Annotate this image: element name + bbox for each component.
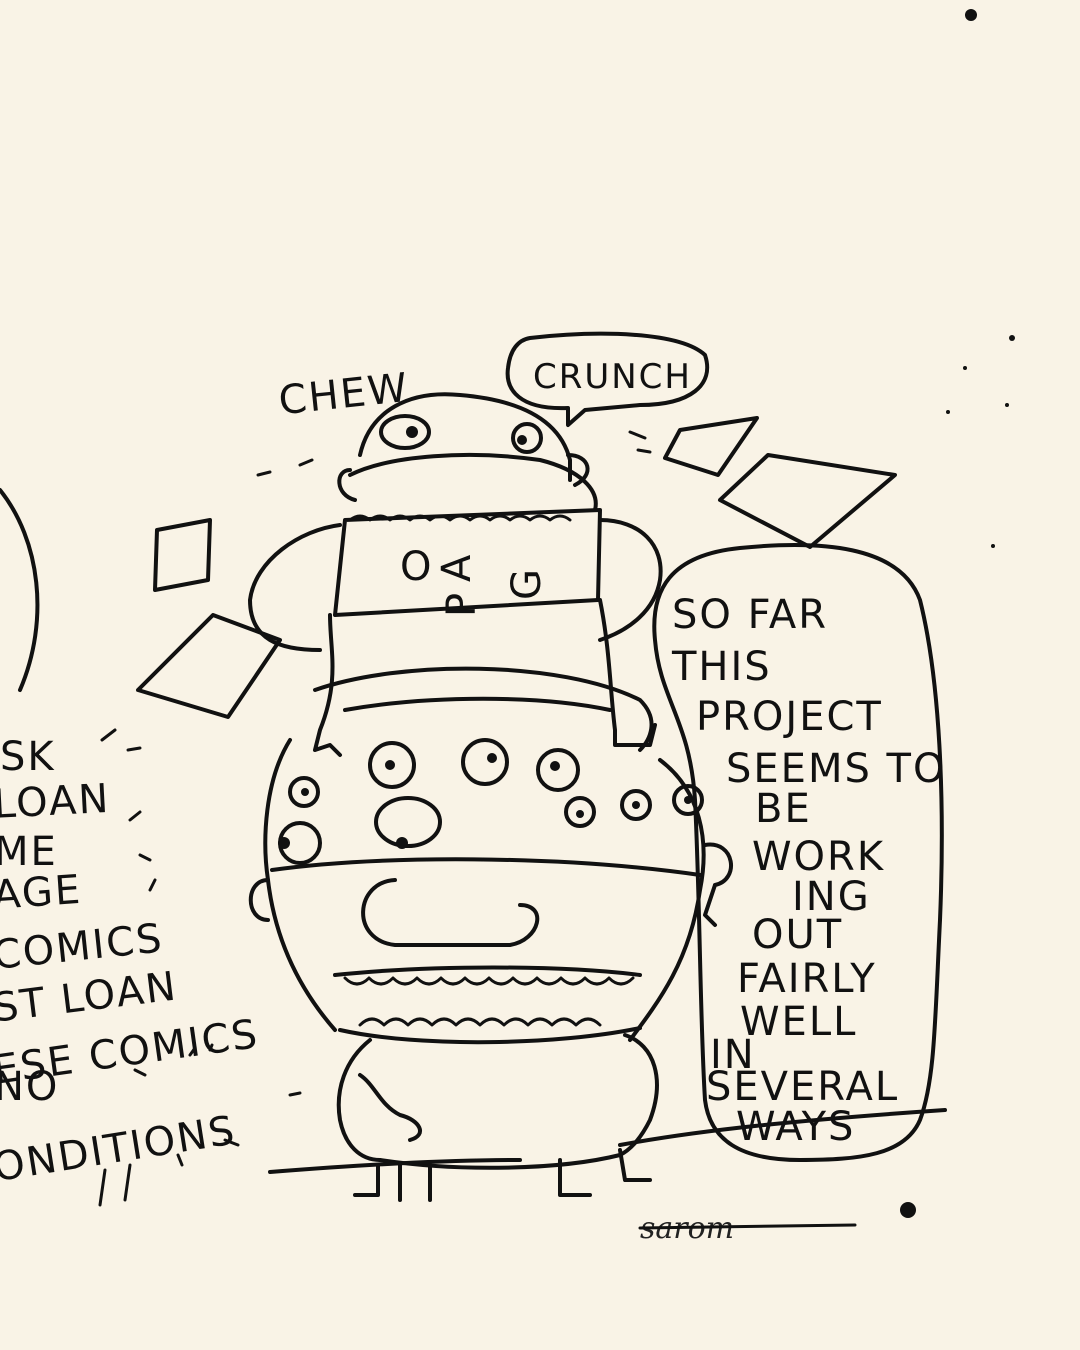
motion-marks (100, 430, 652, 1097)
ground-line (268, 1108, 947, 1174)
mouth-letter-p: P (439, 591, 485, 617)
top-creature-right-ear (566, 453, 590, 487)
top-creature-right-eye (511, 422, 543, 454)
big-creature-eye-6 (374, 796, 442, 848)
top-creature-right-leg (598, 598, 657, 747)
ink-dots (900, 9, 1015, 1218)
paper-scrap-4 (718, 453, 897, 549)
speech-line-12: SEVERAL (706, 1064, 899, 1110)
big-creature (248, 666, 733, 1202)
artist-signature: sarom (638, 1211, 857, 1246)
signature-underline (638, 1223, 857, 1230)
big-creature-lower-teeth (358, 1017, 602, 1027)
top-creature-left-arm (248, 523, 342, 652)
top-creature-right-arm (598, 518, 663, 642)
left-line-1: SK (0, 734, 56, 780)
speech-line-2: THIS (671, 644, 772, 690)
big-creature-smile (361, 878, 540, 947)
left-line-2: LOAN (0, 776, 111, 828)
top-creature-head (358, 392, 572, 482)
main-speech-balloon: SO FAR THIS PROJECT SEEMS TO BE WORK ING… (652, 543, 946, 1162)
big-creature-left-side (263, 738, 337, 1032)
big-creature-eye-4 (288, 776, 320, 808)
top-creature-upper-lip (348, 453, 598, 512)
big-creature-right-side (628, 758, 706, 1042)
speech-line-6: WORK (752, 834, 885, 880)
speech-line-9: FAIRLY (737, 956, 877, 1002)
big-creature-eye-8 (620, 789, 652, 821)
sfx-crunch: CRUNCH (533, 357, 692, 397)
left-line-9: ONDITIONS (0, 1107, 239, 1191)
speech-line-4: SEEMS TO (726, 746, 946, 792)
speech-line-10: WELL (740, 999, 857, 1045)
speech-line-3: PROJECT (696, 694, 883, 740)
big-creature-eye-3 (536, 748, 580, 792)
left-line-4: AGE (0, 867, 84, 919)
top-creature-teeth (348, 514, 572, 522)
big-creature-left-ear (248, 878, 270, 922)
speech-line-7: ING (792, 874, 871, 920)
left-line-8: NO (0, 1064, 59, 1110)
top-creature: P A O G (248, 392, 663, 757)
big-creature-eye-9 (672, 784, 704, 816)
crunch-balloon: CRUNCH (505, 331, 710, 427)
big-creature-hand (358, 1073, 422, 1142)
big-creature-body-left (336, 1038, 382, 1162)
big-creature-body-right (618, 1033, 659, 1157)
big-creature-band-line (270, 857, 702, 877)
sfx-chew: CHEW (276, 365, 411, 424)
paper-scrap-3 (663, 416, 759, 477)
speech-line-8: OUT (752, 912, 843, 958)
big-creature-lower-jaw (338, 1026, 642, 1045)
big-creature-upper-teeth (343, 976, 635, 986)
big-creature-eye-2 (461, 738, 509, 786)
big-creature-feet (353, 1148, 652, 1202)
top-creature-left-ear (337, 468, 357, 502)
left-speech-balloon-edge (0, 488, 40, 692)
big-creature-head-top (313, 666, 654, 752)
paper-scrap-1 (153, 518, 212, 592)
top-creature-left-leg (313, 613, 342, 757)
speech-line-13: WAYS (736, 1104, 855, 1150)
mouth-letter-o: O (400, 544, 433, 590)
left-line-3: ME (0, 829, 58, 875)
top-creature-left-eye (379, 414, 431, 450)
big-creature-right-ear (703, 842, 733, 927)
big-creature-brow (343, 696, 612, 712)
left-text-marks (98, 1138, 240, 1207)
speech-line-1: SO FAR (672, 592, 828, 638)
big-creature-upper-jaw (333, 965, 642, 977)
big-creature-eye-1 (368, 741, 416, 789)
speech-line-5: BE (755, 786, 812, 832)
speech-line-11: IN (710, 1032, 756, 1078)
big-creature-eye-7 (564, 796, 596, 828)
left-speech-text: SK LOAN ME AGE COMICS ST LOAN ESE COMICS… (0, 734, 262, 1207)
mouth-letter-g: G (504, 567, 550, 600)
mouth-letter-a: A (434, 553, 480, 582)
